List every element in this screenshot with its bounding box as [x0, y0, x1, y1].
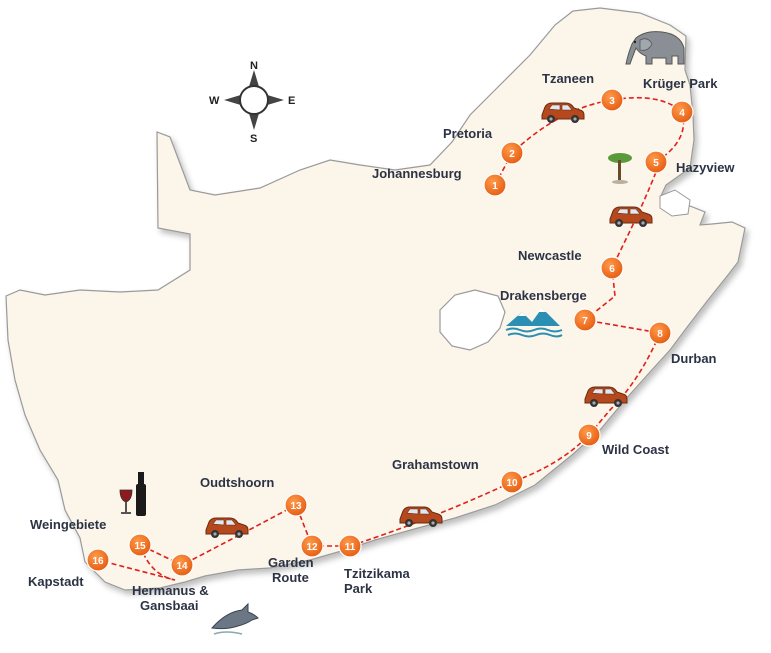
- stop-marker-5[interactable]: 5: [644, 150, 668, 174]
- stop-number: 9: [586, 431, 592, 442]
- label-johannesburg: Johannesburg: [372, 166, 462, 181]
- stop-number: 8: [657, 329, 663, 340]
- label-grahamstown: Grahamstown: [392, 457, 479, 472]
- stop-number: 3: [609, 96, 615, 107]
- label-oudtshoorn: Oudtshoorn: [200, 475, 274, 490]
- stop-marker-7[interactable]: 7: [573, 308, 597, 332]
- label-kruger-park: Krüger Park: [643, 76, 718, 91]
- travel-route: [97, 96, 685, 581]
- stop-number: 1: [492, 181, 498, 192]
- stop-number: 11: [345, 542, 356, 553]
- stop-marker-1[interactable]: 1: [483, 173, 507, 197]
- label-tzitzikama: Tzitzikama: [344, 566, 411, 581]
- label-garden-route-2: Route: [272, 570, 309, 585]
- compass-s: S: [250, 133, 257, 145]
- stop-marker-12[interactable]: 12: [300, 534, 324, 558]
- stop-number: 16: [92, 556, 104, 567]
- compass-n: N: [250, 60, 258, 72]
- stop-number: 4: [679, 108, 685, 119]
- label-hermanus: Hermanus &: [132, 583, 209, 598]
- stop-number: 14: [176, 561, 188, 572]
- label-tzitzikama-2: Park: [344, 581, 373, 596]
- swaziland-outline: [659, 189, 691, 217]
- label-drakensberge: Drakensberge: [500, 288, 587, 303]
- stop-marker-16[interactable]: 16: [86, 548, 110, 572]
- stop-marker-2[interactable]: 2: [500, 141, 524, 165]
- stop-number: 12: [306, 542, 318, 553]
- shark-icon: [211, 602, 259, 635]
- stop-marker-10[interactable]: 10: [500, 470, 524, 494]
- compass-e: E: [288, 95, 295, 107]
- label-wild-coast: Wild Coast: [602, 442, 670, 457]
- mountain-icon: [505, 308, 563, 338]
- stop-marker-15[interactable]: 15: [128, 533, 152, 557]
- tree-icon: [608, 153, 632, 184]
- stop-number: 15: [134, 541, 146, 552]
- label-garden-route: Garden: [268, 555, 314, 570]
- label-kapstadt: Kapstadt: [28, 574, 84, 589]
- wine-icon: [119, 472, 146, 516]
- stop-marker-4[interactable]: 4: [670, 100, 694, 124]
- label-pretoria: Pretoria: [443, 126, 493, 141]
- stop-marker-3[interactable]: 3: [600, 88, 624, 112]
- label-weingebiete: Weingebiete: [30, 517, 106, 532]
- label-hermanus-2: Gansbaai: [140, 598, 199, 613]
- stop-marker-8[interactable]: 8: [648, 321, 672, 345]
- compass-rose-icon: N S W E: [209, 60, 295, 145]
- label-tzaneen: Tzaneen: [542, 71, 594, 86]
- stop-number: 7: [582, 316, 588, 327]
- stop-number: 13: [290, 501, 302, 512]
- stop-marker-6[interactable]: 6: [600, 256, 624, 280]
- stop-marker-13[interactable]: 13: [284, 493, 308, 517]
- stop-number: 6: [609, 264, 615, 275]
- label-newcastle: Newcastle: [518, 248, 582, 263]
- stop-marker-14[interactable]: 14: [170, 553, 194, 577]
- compass-w: W: [209, 95, 220, 107]
- lesotho-outline: [439, 289, 506, 351]
- stop-number: 10: [506, 478, 518, 489]
- stop-number: 2: [509, 149, 515, 160]
- label-durban: Durban: [671, 351, 717, 366]
- south-africa-outline: [5, 7, 746, 591]
- stop-number: 5: [653, 158, 659, 169]
- label-hazyview: Hazyview: [676, 160, 735, 175]
- elephant-icon: [625, 31, 685, 65]
- stop-marker-9[interactable]: 9: [577, 423, 601, 447]
- stop-marker-11[interactable]: 11: [338, 534, 362, 558]
